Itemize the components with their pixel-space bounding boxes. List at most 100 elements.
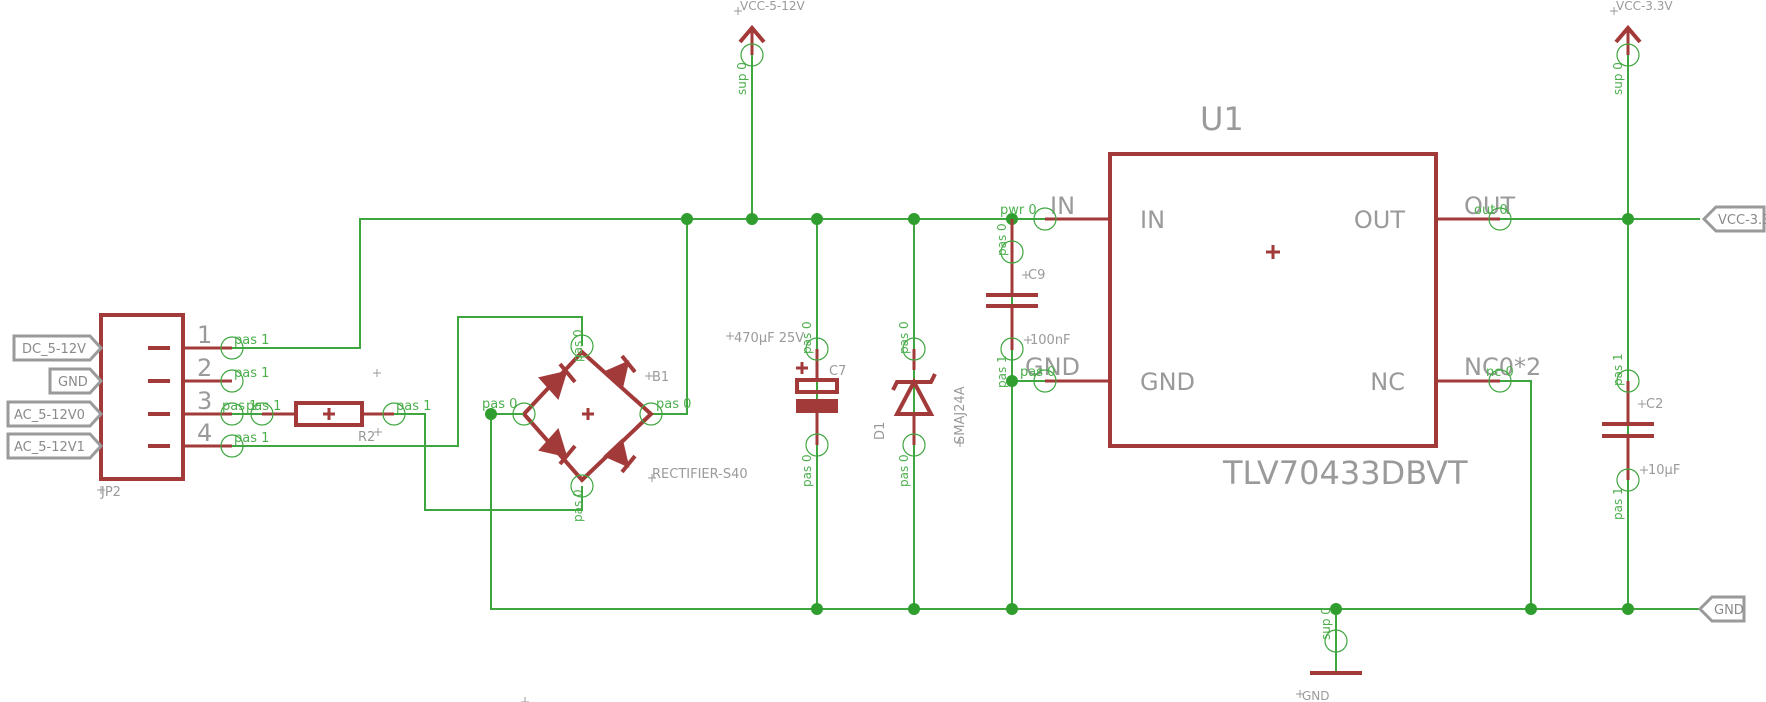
pin-circle [382, 402, 406, 426]
pin-type-label: pas 0 [482, 397, 517, 412]
pin-circle [1488, 207, 1512, 231]
wire-u1-nc [1436, 380, 1532, 609]
connector-body [99, 313, 185, 481]
u1-pad-nc: NC0*2 [1464, 353, 1541, 381]
capacitor-c9[interactable]: pas 0 pas 1 C9 100nF [986, 219, 1071, 388]
pin-number-4: 4 [197, 419, 212, 447]
u1-pin-gnd: GND [1140, 368, 1195, 396]
pin-type-label: pas 0 [995, 223, 1009, 256]
connector-jp2[interactable]: 1 2 3 4 pas 1 pas 1 pas 1 pas 1 JP2 [97, 313, 269, 500]
net-flag-gnd-text: GND [58, 375, 88, 390]
junction [1622, 213, 1634, 225]
net-labels-right: VCC-3.3V GND [1697, 205, 1766, 623]
c7-name: C7 [829, 364, 846, 379]
diode-tl [538, 370, 568, 400]
pin-circle [639, 402, 663, 426]
pin-type-label: pas 0 [571, 329, 585, 362]
junction [746, 213, 758, 225]
pin-circle [570, 334, 594, 358]
capacitor-c7[interactable]: pas 0 pas 0 470µF 25V C7 [726, 321, 846, 487]
supply-gnd[interactable]: sup 0 GND [1296, 607, 1362, 702]
regulator-u1[interactable]: IN GND OUT NC IN GND OUT NC0*2 pwr 0 pas… [1000, 100, 1541, 492]
pin-type-label: out 0 [1474, 203, 1508, 218]
tvs-diode-d1[interactable]: pas 0 pas 0 D1 SMAJ24A [873, 321, 968, 487]
net-flag-dc-text: DC_5-12V [22, 342, 86, 357]
pin-circle [1616, 369, 1640, 393]
junction [1622, 603, 1634, 615]
pin-type-label: nc 0 [1486, 365, 1514, 380]
d1-bar [891, 373, 937, 391]
wire-dc-input [232, 218, 1012, 349]
u1-pin-out: OUT [1354, 206, 1405, 234]
net-flag-ac0 [6, 400, 104, 428]
junction [908, 603, 920, 615]
wire-r2-to-bridge-bottom [366, 413, 583, 511]
vcc-in-label: VCC-5-12V [740, 0, 806, 13]
c9-name: C9 [1028, 268, 1045, 283]
pin-circle [1000, 240, 1024, 264]
net-flag-ac1-text: AC_5-12V1 [14, 440, 85, 455]
pin-type-label: sup 0 [1611, 62, 1625, 95]
u1-pin-nc: NC [1370, 368, 1405, 396]
net-flag-vcc-out-text: VCC-3.3V [1718, 213, 1766, 228]
net-flag-ac0-text: AC_5-12V0 [14, 408, 85, 423]
net-flag-ac1 [6, 432, 104, 460]
pin-number-1: 1 [197, 321, 212, 349]
pin-type-label: pas 1 [995, 355, 1009, 388]
supply-vcc-out[interactable]: sup 0 VCC-3.3V [1610, 0, 1673, 95]
net-flag-gnd-out [1697, 595, 1746, 623]
u1-pad-gnd: GND [1025, 353, 1080, 381]
pin-circle [1324, 629, 1348, 653]
c7-value: 470µF 25V [734, 331, 804, 346]
pin-type-label: pwr 0 [1000, 203, 1037, 218]
net-flag-gnd-out-text: GND [1714, 603, 1744, 618]
resistor-r2[interactable]: pas 1 pas 1 R2 [246, 369, 431, 445]
bridge-rectifier-b1[interactable]: pas 0 pas 0 pas 0 pas 0 B1 RECTIFIER-S40 [482, 329, 748, 522]
diode-br-bar [620, 454, 637, 474]
pin-circle [902, 337, 926, 361]
pin-circle [220, 336, 244, 360]
r2-name: R2 [358, 430, 375, 445]
net-flag-dc [12, 334, 104, 362]
pin-type-label: pas 1 [1611, 487, 1625, 520]
junction [1006, 375, 1018, 387]
junction [811, 213, 823, 225]
pin-circle [220, 434, 244, 458]
d1-value: SMAJ24A [953, 386, 968, 444]
wire-ac1-to-bridge-top [232, 316, 583, 447]
diode-br [603, 438, 630, 468]
pin-number-3: 3 [197, 387, 212, 415]
pin-type-label: pas 1 [1611, 353, 1625, 386]
net-labels-left: DC_5-12V GND AC_5-12V0 AC_5-12V1 [6, 334, 104, 460]
pin-circle [740, 43, 764, 67]
pin-type-label: pas 0 [800, 321, 814, 354]
pin-type-label: pas 0 [800, 454, 814, 487]
b1-value: RECTIFIER-S40 [652, 467, 748, 482]
pin-type-label: pas 1 [246, 399, 281, 414]
capacitor-c2[interactable]: pas 1 pas 1 C2 10µF [1602, 353, 1680, 520]
pin-type-label: pas 1 [234, 431, 269, 446]
junction [681, 213, 693, 225]
gnd-label: GND [1302, 689, 1330, 702]
supply-vcc-in[interactable]: sup 0 VCC-5-12V [734, 0, 806, 95]
pin-type-label: pas 0 [656, 397, 691, 412]
pin-circle [512, 402, 536, 426]
pin-type-label: pas 1 [396, 399, 431, 414]
pin-circle [1488, 369, 1512, 393]
pin-circle [1616, 43, 1640, 67]
diode-bl [538, 428, 568, 458]
diode-tr [603, 360, 630, 390]
junction [1006, 603, 1018, 615]
u1-pin-in: IN [1140, 206, 1165, 234]
pin-circle [570, 474, 594, 498]
pin-type-label: pas 0 [571, 489, 585, 522]
junction [1525, 603, 1537, 615]
wire-bridge-plus [651, 219, 688, 415]
b1-name: B1 [652, 370, 669, 385]
pin-circle [902, 433, 926, 457]
c7-plate-top [795, 378, 839, 394]
pin-circle [220, 402, 244, 426]
pin-type-label: sup 0 [735, 62, 749, 95]
c2-name: C2 [1646, 397, 1663, 412]
